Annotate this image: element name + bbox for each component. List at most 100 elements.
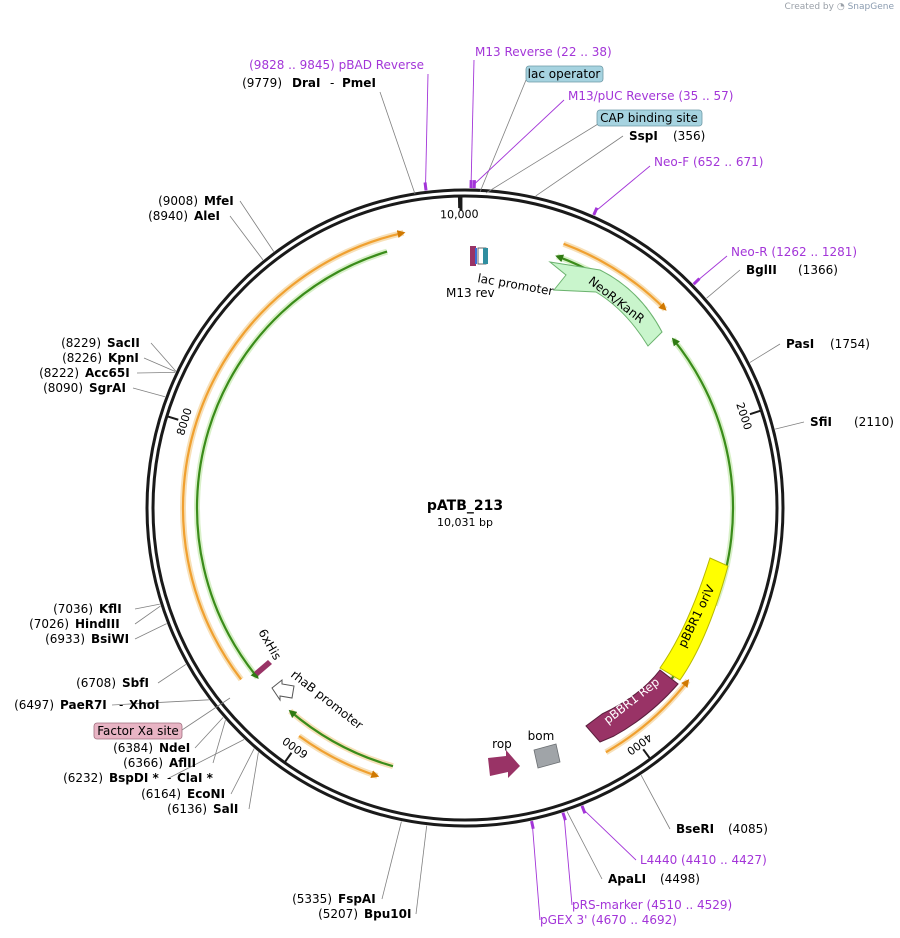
snapgene-logo-icon: ◔ (836, 2, 845, 12)
site-sbfi[interactable]: (6708)SbfI (76, 664, 187, 690)
primer-mark (580, 805, 587, 814)
site-kpni[interactable]: (8226)KpnI (62, 351, 176, 373)
site-name: NdeI (159, 741, 190, 755)
primer-neo-f[interactable]: Neo-F (652 .. 671) (592, 155, 764, 216)
site-sacii[interactable]: (8229)SacII (61, 336, 177, 372)
site-position: (8090) (43, 381, 83, 395)
site-bseri[interactable]: BseRI(4085) (640, 774, 768, 836)
plasmid-length: 10,031 bp (437, 516, 493, 529)
site-clai-[interactable]: -ClaI * (167, 771, 214, 785)
feature-pbbr1-oriv[interactable]: pBBR1 oriV (659, 557, 729, 681)
site-name: PaeR7I (60, 698, 107, 712)
feature-label-m13-rev: M13 rev (446, 286, 495, 300)
site-hindiii[interactable]: (7026) HindIII (29, 605, 161, 631)
site-sfii[interactable]: SfiI(2110) (775, 415, 894, 430)
site-name: Acc65I (85, 366, 130, 380)
site-bsiwi[interactable]: (6933)BsiWI (45, 623, 167, 646)
site-leader (415, 825, 428, 915)
label-factor-xa-site[interactable]: Factor Xa site (93, 697, 231, 740)
feature-neor-kanr[interactable]: NeoR/KanR (548, 261, 663, 347)
label-cap-binding-site[interactable]: CAP binding site (485, 109, 703, 194)
orf-arc-9[interactable] (195, 250, 388, 680)
site-name: AleI (194, 209, 220, 223)
orf-arc-9-glow (194, 248, 388, 680)
site-sgrai[interactable]: (8090)SgrAI (43, 381, 166, 398)
site-leader (229, 215, 264, 261)
site-position: (7026) (29, 617, 69, 631)
label-lac-operator[interactable]: lac operator (479, 65, 604, 193)
site-position: (6366) (123, 756, 163, 770)
feature-6xhis[interactable]: 6xHis (254, 627, 284, 677)
site-position: (6708) (76, 676, 116, 690)
site-paer7i[interactable]: (6497)PaeR7I (14, 698, 209, 712)
site-bglii[interactable]: BglII(1366) (706, 263, 838, 299)
site-aflii[interactable]: (6366)AflII (123, 720, 226, 770)
primer-m13-puc-reverse[interactable]: M13/pUC Reverse (35 .. 57) (472, 89, 733, 189)
site-xhoi[interactable]: -XhoI (119, 698, 160, 712)
primer-leader (583, 809, 637, 861)
primer-name: pRS-marker (572, 898, 647, 912)
site-sali[interactable]: (6136)SalI (167, 752, 259, 816)
site-separator: - (330, 76, 334, 90)
site-ndei[interactable]: (6384)NdeI (113, 717, 224, 755)
site-position: (4498) (660, 872, 700, 886)
site-pasi[interactable]: PasI(1754) (749, 337, 870, 363)
site-name: SfiI (810, 415, 832, 429)
orf-arc-6[interactable] (288, 709, 394, 768)
primer-name: Neo-R (731, 245, 771, 259)
primer-range: (35 .. 57) (678, 89, 733, 103)
primer-l4440[interactable]: L4440 (4410 .. 4427) (580, 805, 767, 867)
feature-rhab-promoter[interactable]: rhaB promoter (271, 667, 366, 732)
site-alei[interactable]: (8940)AleI (148, 209, 264, 261)
feature-bom[interactable]: bom (528, 729, 561, 769)
feature-label-rop: rop (492, 737, 512, 751)
primer-m13-reverse[interactable]: M13 Reverse (22 .. 38) (469, 45, 612, 189)
site-sspi[interactable]: SspI(356) (535, 129, 706, 197)
backbone (145, 188, 785, 828)
site-separator: - (167, 771, 171, 785)
feature-rop[interactable]: rop (488, 737, 520, 778)
credit-brand: SnapGene (847, 2, 894, 12)
site-name: HindIII (75, 617, 120, 631)
primer-prs-marker[interactable]: pRS-marker (4510 .. 4529) (561, 812, 733, 912)
orf-arc-1[interactable] (563, 242, 667, 311)
site-apali[interactable]: ApaLI(4498) (566, 811, 700, 886)
site-leader (212, 720, 226, 764)
site-position: (5335) (292, 892, 332, 906)
site-pmei[interactable]: -PmeI (330, 76, 376, 90)
site-drai[interactable]: (9779)DraI (242, 76, 416, 195)
site-position: (8222) (39, 366, 79, 380)
primer-name: pBAD Reverse (339, 58, 424, 72)
primer-name: Neo-F (654, 155, 693, 169)
site-position: (356) (673, 129, 705, 143)
primer-neo-r[interactable]: Neo-R (1262 .. 1281) (692, 245, 857, 286)
primer-leader (595, 165, 651, 212)
primer-label: M13 Reverse (22 .. 38) (475, 45, 612, 59)
site-kfli[interactable]: (7036)KflI (53, 602, 160, 616)
primer-leader (531, 824, 541, 921)
site-acc65i[interactable]: (8222) Acc65I (39, 366, 176, 380)
site-position: (7036) (53, 602, 93, 616)
site-leader (150, 342, 177, 372)
primer-pgex-3-[interactable]: pGEX 3' (4670 .. 4692) (530, 820, 677, 927)
primer-name: pGEX 3' (540, 913, 591, 927)
site-bspdi-[interactable]: (6232)BspDI * (63, 739, 245, 785)
orf-arc-5[interactable] (605, 679, 690, 754)
primer-pbad-reverse[interactable]: (9828 .. 9845) pBAD Reverse (249, 58, 429, 191)
orf-arc-7[interactable] (298, 735, 380, 778)
site-name: ClaI * (177, 771, 214, 785)
site-bpu10i[interactable]: (5207)Bpu10I (318, 825, 428, 921)
site-name: BspDI * (109, 771, 159, 785)
site-leader (248, 752, 259, 810)
snapgene-credit: Created by ◔ SnapGene (784, 2, 894, 12)
primer-name: L4440 (640, 853, 681, 867)
primer-range: (4510 .. 4529) (647, 898, 733, 912)
boxed-label-lac-operator: lac operator (528, 67, 601, 81)
site-econi[interactable]: (6164)EcoNI (141, 748, 255, 801)
site-mfei[interactable]: (9008)MfeI (158, 194, 275, 252)
site-fspai[interactable]: (5335)FspAI (292, 821, 402, 906)
tick-mark (166, 415, 179, 421)
orf-arc-8[interactable] (181, 230, 406, 681)
feature-m13-rev[interactable]: M13 rev (446, 246, 495, 300)
site-leader (535, 135, 624, 197)
